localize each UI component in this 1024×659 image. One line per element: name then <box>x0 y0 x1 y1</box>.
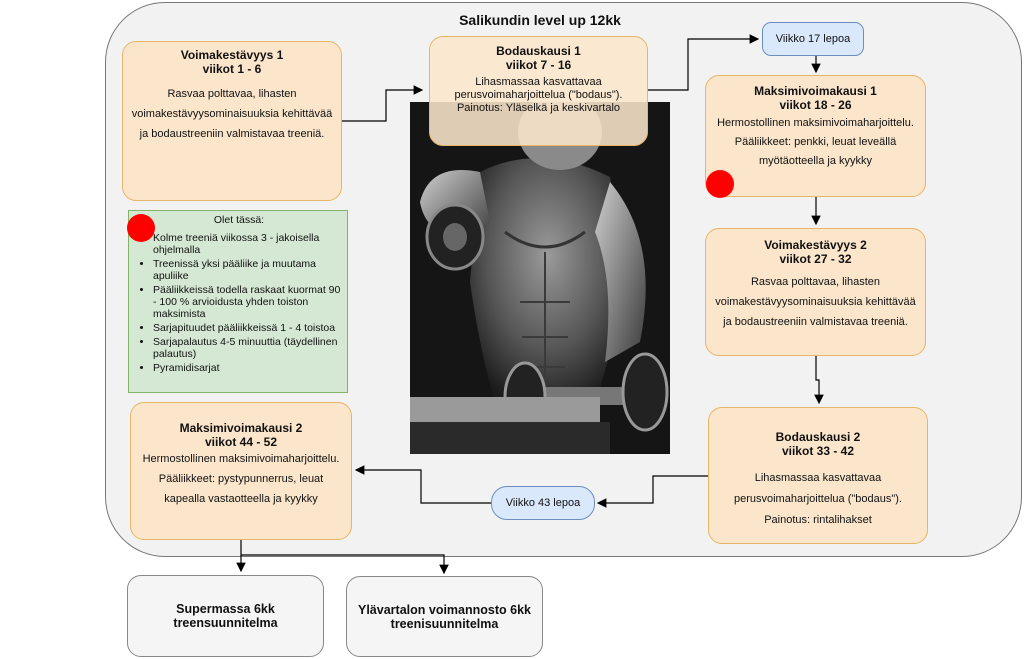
notes-item: Pyramidisarjat <box>153 362 341 374</box>
phase-title: Maksimivoimakausi 1 <box>754 84 877 98</box>
phase-weeks: viikot 27 - 32 <box>779 252 852 266</box>
phase-description: Lihasmassaa kasvattavaa perusvoimaharjoi… <box>454 76 623 101</box>
phase-description: Rasvaa polttavaa, lihasten voimakestävyy… <box>131 88 333 140</box>
diagram-title: Salikundin level up 12kk <box>459 12 621 28</box>
notes-title: Olet tässä: <box>213 214 265 226</box>
phase-focus: Painotus: Yläselkä ja keskivartalo <box>456 102 621 114</box>
phase-description: Hermostollinen maksimivoimaharjoittelu. <box>142 453 340 465</box>
arrow-bodaus2-to-rest43 <box>596 475 708 508</box>
phase-description: Lihasmassaa kasvattavaa perusvoimaharjoi… <box>733 472 902 505</box>
arrow-rest43-to-maksimi2 <box>354 465 491 504</box>
phase-weeks: viikot 18 - 26 <box>779 98 852 112</box>
phase-bodauskausi-1: Bodauskausi 1 viikot 7 - 16 Lihasmassaa … <box>429 36 648 146</box>
phase-focus: Painotus: rintalihakset <box>764 514 872 526</box>
rest-week-17: Viikko 17 lepoa <box>762 22 864 56</box>
phase-bodauskausi-2: Bodauskausi 2 viikot 33 - 42 Lihasmassaa… <box>708 407 928 544</box>
next-plan-ylavartalo: Ylävartalon voimannosto 6kk treenisuunni… <box>346 576 543 657</box>
notes-item: Kolme treeniä viikossa 3 - jakoisella oh… <box>153 232 341 256</box>
phase-voimakestavyys-2: Voimakestävyys 2 viikot 27 - 32 Rasvaa p… <box>705 228 926 356</box>
phase-lifts: Pääliikkeet: penkki, leuat leveällä myöt… <box>734 136 897 167</box>
notes-item: Sarjapituudet pääliikkeissä 1 - 4 toisto… <box>153 322 341 334</box>
phase-weeks: viikot 44 - 52 <box>204 435 278 449</box>
notes-item: Sarjapalautus 4-5 minuuttia (täydellinen… <box>153 336 341 360</box>
rest-week-43: Viikko 43 lepoa <box>491 486 595 520</box>
next-plan-supermassa: Supermassa 6kk treensuunnitelma <box>127 575 324 657</box>
arrow-voima1-to-bodaus1 <box>342 85 424 122</box>
phase-weeks: viikot 1 - 6 <box>202 62 262 76</box>
phase-weeks: viikot 7 - 16 <box>505 58 572 72</box>
phase-maksimivoimakausi-1: Maksimivoimakausi 1 viikot 18 - 26 Hermo… <box>705 75 926 197</box>
arrow-maksimi2-to-ylavartalo <box>241 554 449 575</box>
current-position-marker <box>706 170 734 198</box>
arrow-voima2-to-bodaus2 <box>814 356 824 405</box>
phase-description: Hermostollinen maksimivoimaharjoittelu. <box>717 117 914 129</box>
phase-title: Voimakestävyys 1 <box>180 48 284 62</box>
phase-title: Bodauskausi 2 <box>775 430 861 444</box>
notes-list: Kolme treeniä viikossa 3 - jakoisella oh… <box>137 232 341 374</box>
phase-title: Voimakestävyys 2 <box>764 238 867 252</box>
phase-lifts: Pääliikkeet: pystypunnerrus, leuat kapea… <box>158 473 324 505</box>
notes-item: Treenissä yksi pääliike ja muutama apuli… <box>153 258 341 282</box>
phase-voimakestavyys-1: Voimakestävyys 1 viikot 1 - 6 Rasvaa pol… <box>122 41 342 201</box>
phase-maksimivoimakausi-2: Maksimivoimakausi 2 viikot 44 - 52 Hermo… <box>130 402 352 540</box>
notes-item: Pääliikkeissä todella raskaat kuormat 90… <box>153 284 341 320</box>
phase-description: Rasvaa polttavaa, lihasten voimakestävyy… <box>715 276 916 328</box>
current-phase-notes: Olet tässä: Kolme treeniä viikossa 3 - j… <box>128 210 348 393</box>
arrow-bodaus1-to-rest17 <box>648 34 760 91</box>
phase-weeks: viikot 33 - 42 <box>781 444 855 458</box>
phase-title: Maksimivoimakausi 2 <box>179 421 303 435</box>
you-are-here-marker <box>127 214 155 242</box>
phase-title: Bodauskausi 1 <box>496 44 581 58</box>
